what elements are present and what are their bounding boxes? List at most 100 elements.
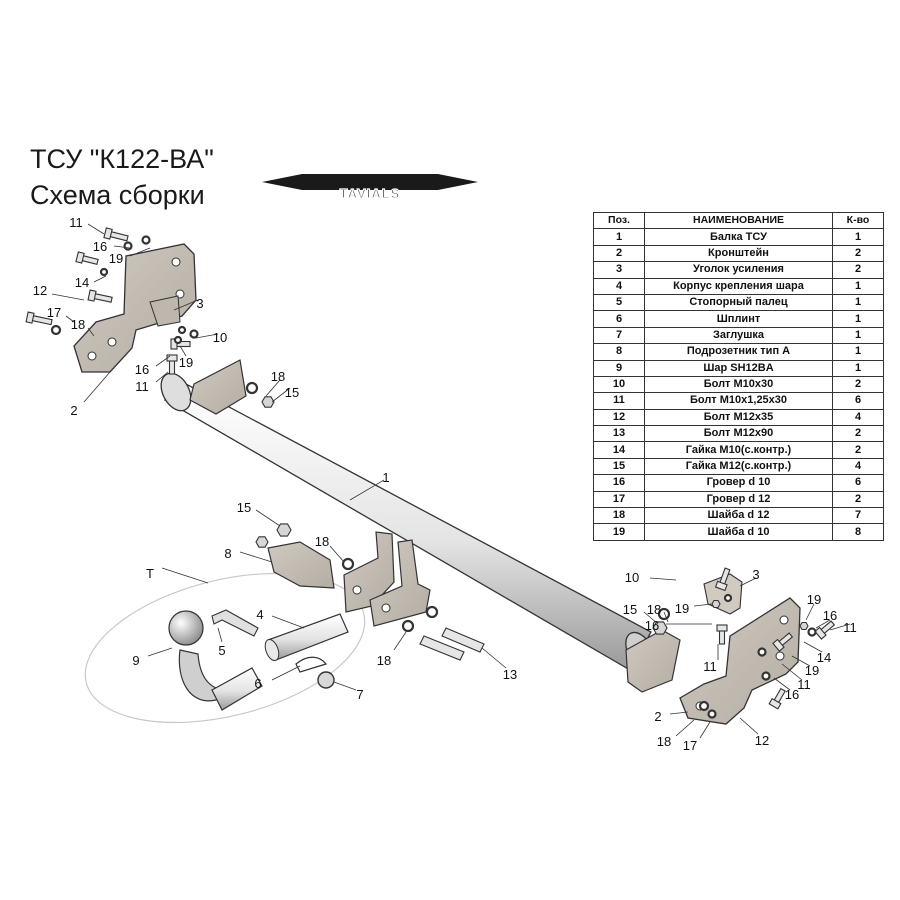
callout-leader xyxy=(217,627,223,643)
washer xyxy=(757,647,767,657)
callout-number: 14 xyxy=(817,650,831,665)
callout-number: 18 xyxy=(315,534,329,549)
callout-number: 18 xyxy=(377,653,391,668)
callout-number: 8 xyxy=(224,546,231,561)
callout-number: 16 xyxy=(645,618,659,633)
callout-number: 12 xyxy=(755,733,769,748)
callout-number: 19 xyxy=(179,355,193,370)
bolt xyxy=(87,289,113,303)
cell-name: Шайба d 10 xyxy=(644,523,833,541)
socket-bracket xyxy=(267,541,335,589)
cell-name: Гайка М12(с.контр.) xyxy=(644,457,833,476)
callout-leader xyxy=(349,479,385,501)
callout-number: 10 xyxy=(625,570,639,585)
callout-leader xyxy=(271,615,305,629)
callout-number: 11 xyxy=(843,620,857,635)
callout-leader xyxy=(739,577,757,587)
callout-number: 11 xyxy=(69,215,83,230)
callout-number: 19 xyxy=(807,592,821,607)
detail-leader xyxy=(161,567,209,584)
callout-number: 4 xyxy=(256,607,263,622)
washer xyxy=(177,325,187,335)
bolt xyxy=(166,354,178,375)
svg-text:TAVIALS: TAVIALS xyxy=(340,186,401,201)
ball-mount-tube xyxy=(264,613,349,662)
callout-number: 7 xyxy=(356,687,363,702)
washer xyxy=(425,605,439,619)
nut xyxy=(261,396,275,408)
callout-leader xyxy=(155,355,171,367)
bolt xyxy=(75,251,99,265)
callout-leader xyxy=(773,677,791,691)
callout-number: 18 xyxy=(71,317,85,332)
washer xyxy=(123,241,133,251)
callout-leader xyxy=(675,719,695,737)
callout-leader xyxy=(87,327,95,337)
lock-pin xyxy=(211,609,259,637)
callout-leader xyxy=(93,275,107,283)
callout-leader xyxy=(87,223,105,235)
nut xyxy=(799,621,809,631)
callout-leader xyxy=(693,603,713,607)
callout-leader xyxy=(663,611,669,623)
callout-leader xyxy=(179,345,187,357)
callout-number: 15 xyxy=(623,602,637,617)
tow-ball xyxy=(168,610,263,711)
callout-number: 12 xyxy=(33,283,47,298)
callout-leader xyxy=(147,647,173,657)
callout-leader xyxy=(51,293,85,301)
callout-leader xyxy=(649,577,677,581)
callout-leader xyxy=(791,655,811,667)
washer xyxy=(245,381,259,395)
washer xyxy=(723,593,733,603)
callout-number: 3 xyxy=(196,296,203,311)
callout-number: 18 xyxy=(271,369,285,384)
callout-leader xyxy=(781,663,803,681)
washer xyxy=(698,700,710,712)
callout-leader xyxy=(113,245,131,249)
callout-leader xyxy=(333,681,357,691)
callout-number: 15 xyxy=(237,500,251,515)
callout-leader xyxy=(265,379,281,397)
callout-leader xyxy=(739,717,759,735)
cell-name: Кронштейн xyxy=(644,244,833,263)
callout-leader xyxy=(173,299,199,311)
washer xyxy=(341,557,355,571)
callout-leader xyxy=(481,647,507,669)
callout-number: 16 xyxy=(135,362,149,377)
diagram-subtitle: Схема сборки xyxy=(30,180,205,210)
bolt xyxy=(170,338,191,350)
callout-number: 2 xyxy=(70,403,77,418)
washer xyxy=(141,235,151,245)
fasteners xyxy=(25,227,836,719)
callout-number: 14 xyxy=(75,275,89,290)
callout-number: 10 xyxy=(213,330,227,345)
callout-leader xyxy=(65,315,75,323)
callout-leader xyxy=(669,711,689,715)
bolt xyxy=(814,620,836,640)
callout-leader xyxy=(155,371,169,383)
washer xyxy=(707,709,717,719)
callout-number: 18 xyxy=(647,602,661,617)
beam-middle-brackets xyxy=(343,531,431,627)
callout-number: 17 xyxy=(47,305,61,320)
left-bracket xyxy=(73,243,197,373)
plug xyxy=(317,671,335,689)
parts-table-header: Поз. НАИМЕНОВАНИЕ К-во xyxy=(593,211,884,230)
callout-number: 11 xyxy=(703,659,717,674)
callout-leader xyxy=(829,623,851,631)
callout-number: 15 xyxy=(285,385,299,400)
beam-left-plate xyxy=(189,359,247,415)
callout-number: 11 xyxy=(797,677,811,692)
detail-label: T xyxy=(146,566,154,581)
